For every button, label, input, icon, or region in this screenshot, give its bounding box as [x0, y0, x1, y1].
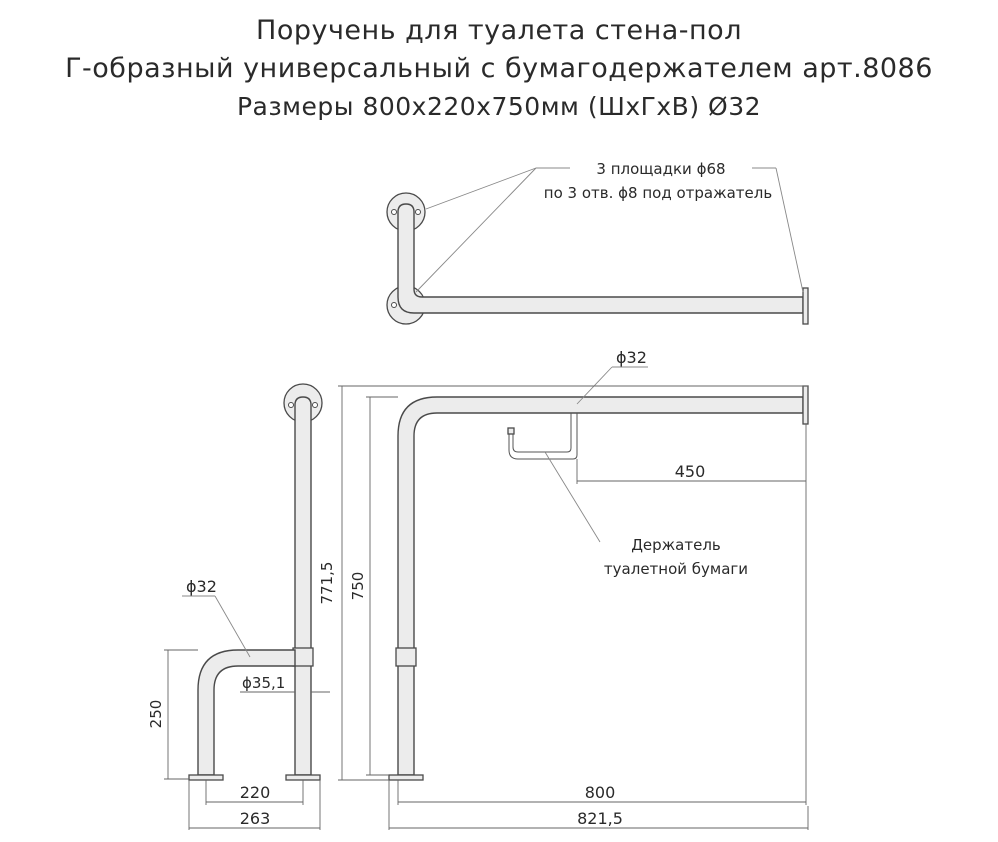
- side-floor-flange-2: [285, 774, 321, 781]
- leader-line: [544, 451, 601, 543]
- leader-line: [214, 595, 251, 658]
- front-floor-flange: [388, 774, 424, 781]
- pads-note-line-1: 3 площадки ϕ68: [596, 160, 725, 178]
- dim-750-label: 750: [349, 572, 367, 601]
- leader-line: [415, 167, 537, 293]
- side-vertical-post: [294, 396, 312, 776]
- holder-cap: [507, 427, 515, 435]
- front-main-pipe: [397, 396, 804, 776]
- flange-hole: [288, 402, 294, 408]
- paper-holder: [507, 413, 578, 460]
- plan-side-flange: [802, 287, 809, 325]
- title-block: Поручень для туалета стена-пол Г-образны…: [0, 12, 998, 126]
- side-leg: [197, 649, 296, 776]
- holder-rod-outer: [508, 413, 578, 460]
- pads-note-line-2: по 3 отв. ϕ8 под отражатель: [544, 184, 772, 202]
- flange-hole: [312, 402, 318, 408]
- leader-line: [425, 167, 537, 210]
- plan-pipe: [397, 203, 804, 314]
- title-line-3: Размеры 800х220х750мм (ШхГхВ) Ø32: [236, 92, 762, 121]
- flange-hole: [391, 209, 397, 215]
- front-sleeve: [395, 647, 417, 667]
- dim-phi32-side-label: ϕ32: [186, 577, 217, 596]
- front-view: ϕ32 450 Держатель туалетной бумаги 771,5…: [318, 348, 809, 830]
- plan-view: 3 площадки ϕ68 по 3 отв. ϕ8 под отражате…: [386, 160, 809, 325]
- dim-450-label: 450: [675, 462, 706, 481]
- side-view: 250 220 263 ϕ32 ϕ35,1: [147, 383, 330, 830]
- dim-phi35-label: ϕ35,1: [242, 674, 285, 692]
- holder-note-line-2: туалетной бумаги: [604, 560, 748, 578]
- dim-771-label: 771,5: [318, 562, 336, 605]
- holder-note-line-1: Держатель: [631, 536, 721, 554]
- title-line-1: Поручень для туалета стена-пол: [256, 15, 742, 46]
- flange-hole: [415, 209, 421, 215]
- title-line-2: Г-образный универсальный с бумагодержате…: [65, 53, 933, 84]
- dim-phi32-front-label: ϕ32: [616, 348, 647, 367]
- dim-800-label: 800: [585, 783, 616, 802]
- dim-220-label: 220: [240, 783, 271, 802]
- front-wall-flange: [802, 385, 809, 425]
- holder-rod: [512, 413, 572, 453]
- dim-250-label: 250: [147, 700, 165, 729]
- flange-hole: [391, 302, 397, 308]
- dim-263-label: 263: [240, 809, 271, 828]
- dim-821-label: 821,5: [577, 809, 623, 828]
- side-sleeve: [292, 647, 314, 667]
- leader-line: [775, 167, 804, 293]
- leader-line: [576, 366, 613, 405]
- side-floor-flange-1: [188, 774, 224, 781]
